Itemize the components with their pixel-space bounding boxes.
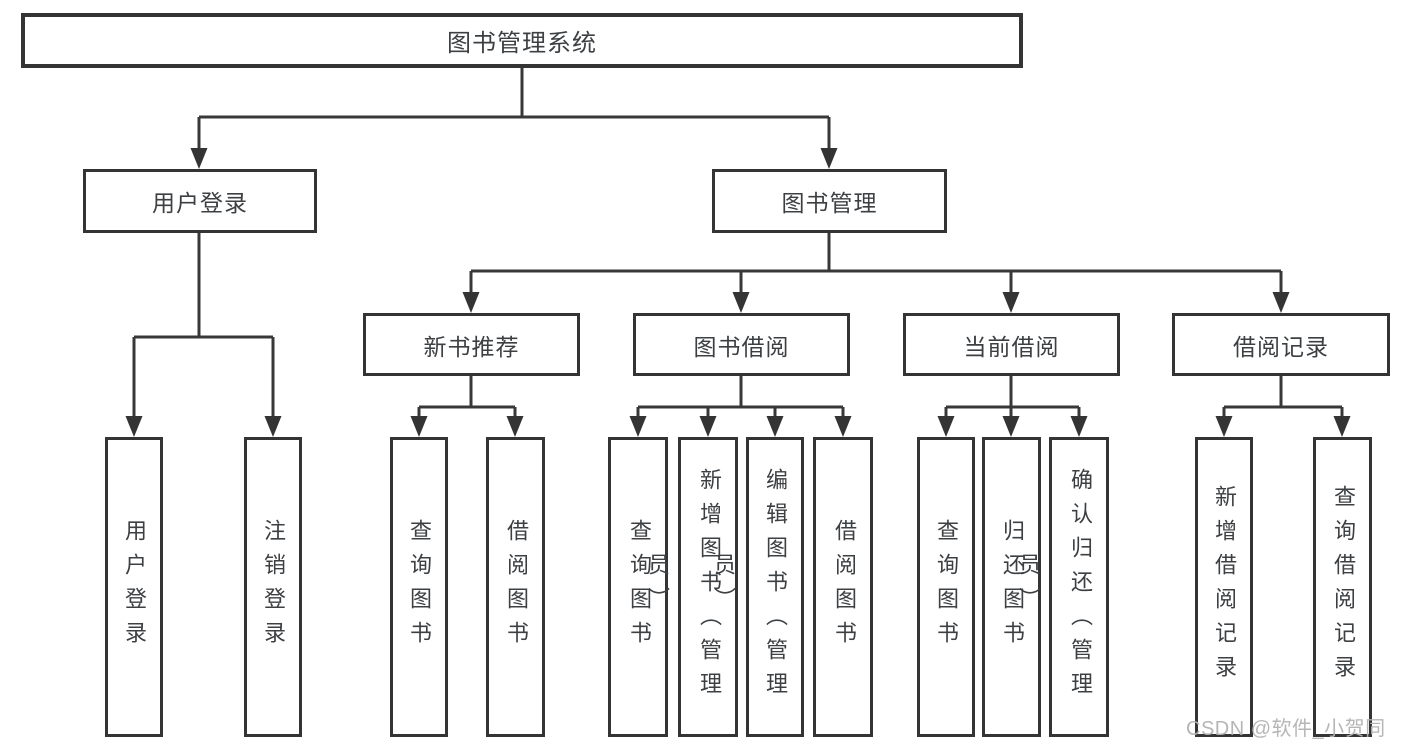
leaf-query-borrow-record: 查询借阅记录 <box>1313 437 1372 737</box>
leaf-return-book: 归还图书 <box>982 437 1041 737</box>
leaf-query-books-recommend: 查询图书 <box>390 437 448 737</box>
leaf-query-books-borrow: 查询图书 <box>608 437 668 737</box>
leaf-borrow-books: 借阅图书 <box>813 437 873 737</box>
leaf-borrow-books-recommend: 借阅图书 <box>486 437 545 737</box>
node-book-management: 图书管理 <box>712 169 947 233</box>
node-borrow-records: 借阅记录 <box>1172 313 1390 376</box>
node-current-borrow: 当前借阅 <box>903 313 1120 376</box>
leaf-user-login: 用户登录 <box>105 437 163 737</box>
leaf-logout: 注销登录 <box>244 437 302 737</box>
node-library-system: 图书管理系统 <box>21 13 1023 68</box>
leaf-add-borrow-record: 新增借阅记录 <box>1195 437 1253 737</box>
node-user-login-branch: 用户登录 <box>83 169 317 233</box>
node-book-borrow: 图书借阅 <box>633 313 850 376</box>
leaf-confirm-return-admin: 确认归还（管理员） <box>1016 437 1109 737</box>
csdn-watermark: CSDN @软件_小贺同学 <box>1186 718 1386 740</box>
leaf-add-book-admin: 新增图书（管理员） <box>645 437 738 737</box>
arrowheads <box>125 148 1351 437</box>
leaf-edit-book-admin: 编辑图书（管理员） <box>711 437 804 737</box>
leaf-query-books-current: 查询图书 <box>917 437 975 737</box>
node-new-book-recommend: 新书推荐 <box>363 313 580 376</box>
